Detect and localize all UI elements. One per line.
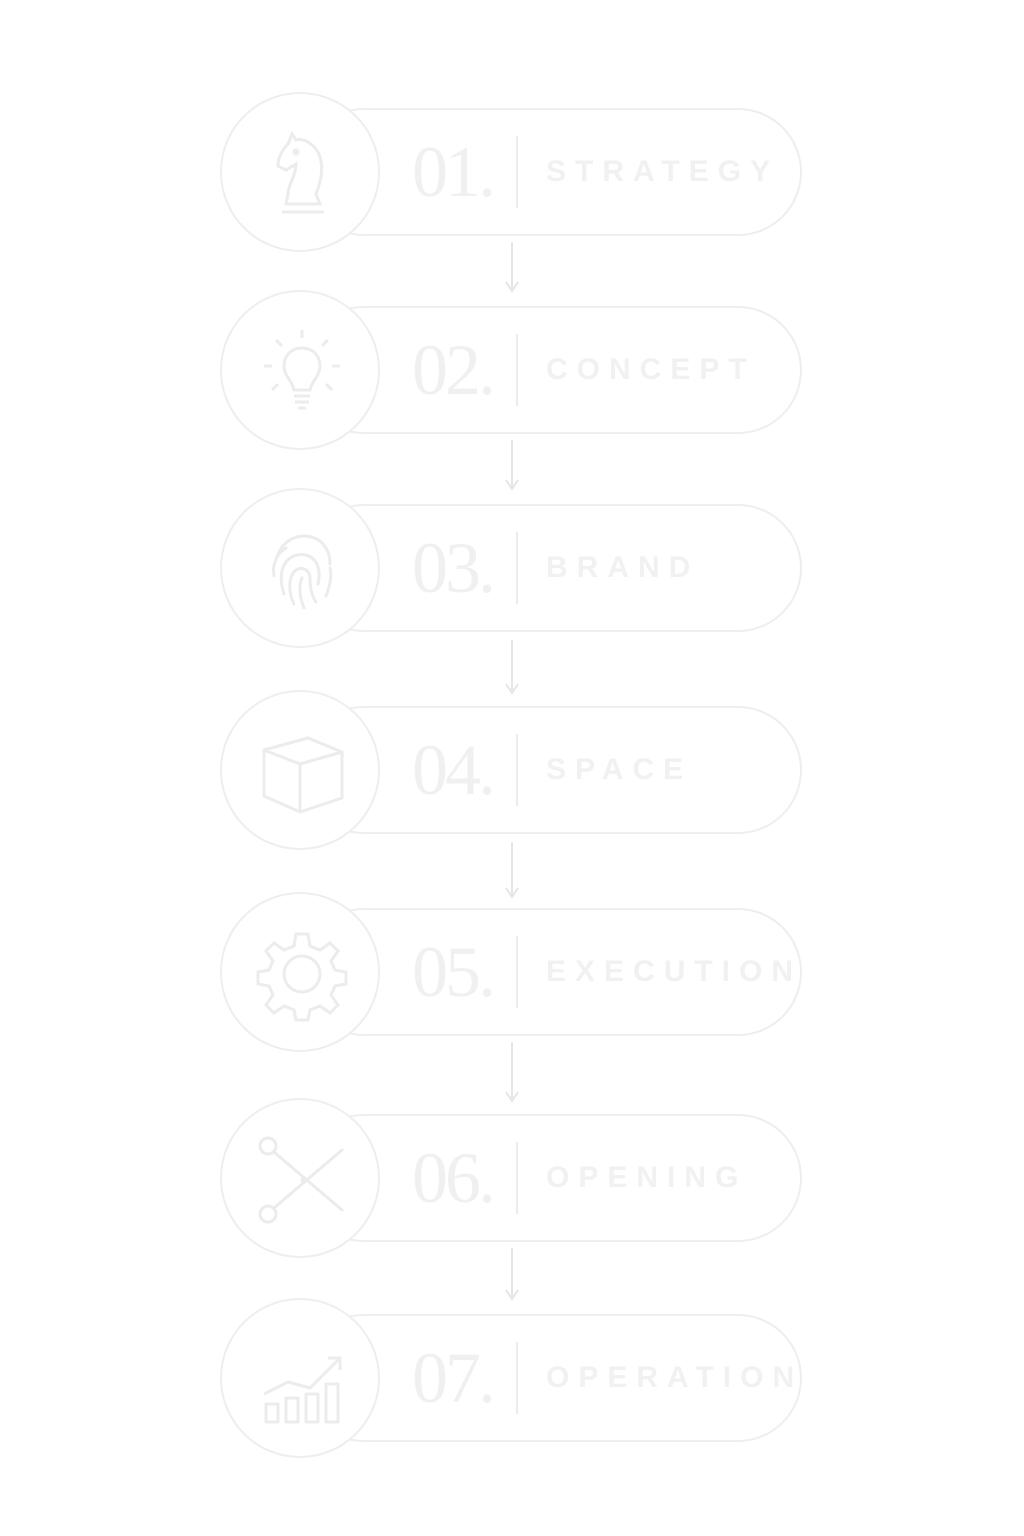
- step-7: 07. OPERATIONS: [220, 1298, 804, 1458]
- lightbulb-icon: [252, 322, 352, 422]
- step-divider: [516, 532, 518, 604]
- step-5: 05. EXECUTION: [220, 892, 804, 1052]
- step-icon-circle: [220, 290, 380, 450]
- fingerprint-icon: [252, 520, 352, 620]
- arrow-down-icon: [503, 1042, 521, 1104]
- step-icon-circle: [220, 892, 380, 1052]
- step-label: STRATEGY: [546, 155, 780, 188]
- arrow-down-icon: [503, 842, 521, 900]
- step-number: 06.: [412, 1138, 496, 1218]
- step-pill: [300, 1114, 802, 1242]
- step-pill: [300, 908, 802, 1036]
- step-4: 04. SPACE: [220, 690, 804, 850]
- step-icon-circle: [220, 1098, 380, 1258]
- arrow-down-icon: [503, 640, 521, 696]
- arrow-down-icon: [503, 1248, 521, 1302]
- step-number: 01.: [412, 132, 496, 212]
- step-divider: [516, 334, 518, 406]
- step-number: 04.: [412, 730, 496, 810]
- step-pill: [300, 504, 802, 632]
- scissors-icon: [252, 1130, 352, 1230]
- step-divider: [516, 936, 518, 1008]
- step-3: 03. BRAND: [220, 488, 804, 648]
- step-label: EXECUTION: [546, 955, 802, 988]
- step-1: 01. STRATEGY: [220, 92, 804, 252]
- step-divider: [516, 1142, 518, 1214]
- step-number: 07.: [412, 1338, 496, 1418]
- step-icon-circle: [220, 690, 380, 850]
- step-icon-circle: [220, 1298, 380, 1458]
- step-divider: [516, 1342, 518, 1414]
- growth-chart-icon: [252, 1330, 352, 1430]
- step-label: BRAND: [546, 551, 700, 584]
- step-label: OPENING: [546, 1161, 748, 1194]
- chess-knight-icon: [252, 124, 352, 224]
- step-number: 05.: [412, 932, 496, 1012]
- step-number: 03.: [412, 528, 496, 608]
- step-icon-circle: [220, 92, 380, 252]
- step-label: SPACE: [546, 753, 693, 786]
- step-pill: [300, 306, 802, 434]
- step-pill: [300, 1314, 802, 1442]
- step-label: OPERATIONS: [546, 1361, 802, 1394]
- step-label: CONCEPT: [546, 353, 756, 386]
- step-6: 06. OPENING: [220, 1098, 804, 1258]
- step-divider: [516, 136, 518, 208]
- step-divider: [516, 734, 518, 806]
- cube-icon: [252, 722, 352, 822]
- arrow-down-icon: [503, 440, 521, 492]
- step-pill: [300, 108, 802, 236]
- step-number: 02.: [412, 330, 496, 410]
- step-pill: [300, 706, 802, 834]
- gear-icon: [252, 924, 352, 1024]
- step-2: 02. CONCEPT: [220, 290, 804, 450]
- arrow-down-icon: [503, 242, 521, 294]
- step-icon-circle: [220, 488, 380, 648]
